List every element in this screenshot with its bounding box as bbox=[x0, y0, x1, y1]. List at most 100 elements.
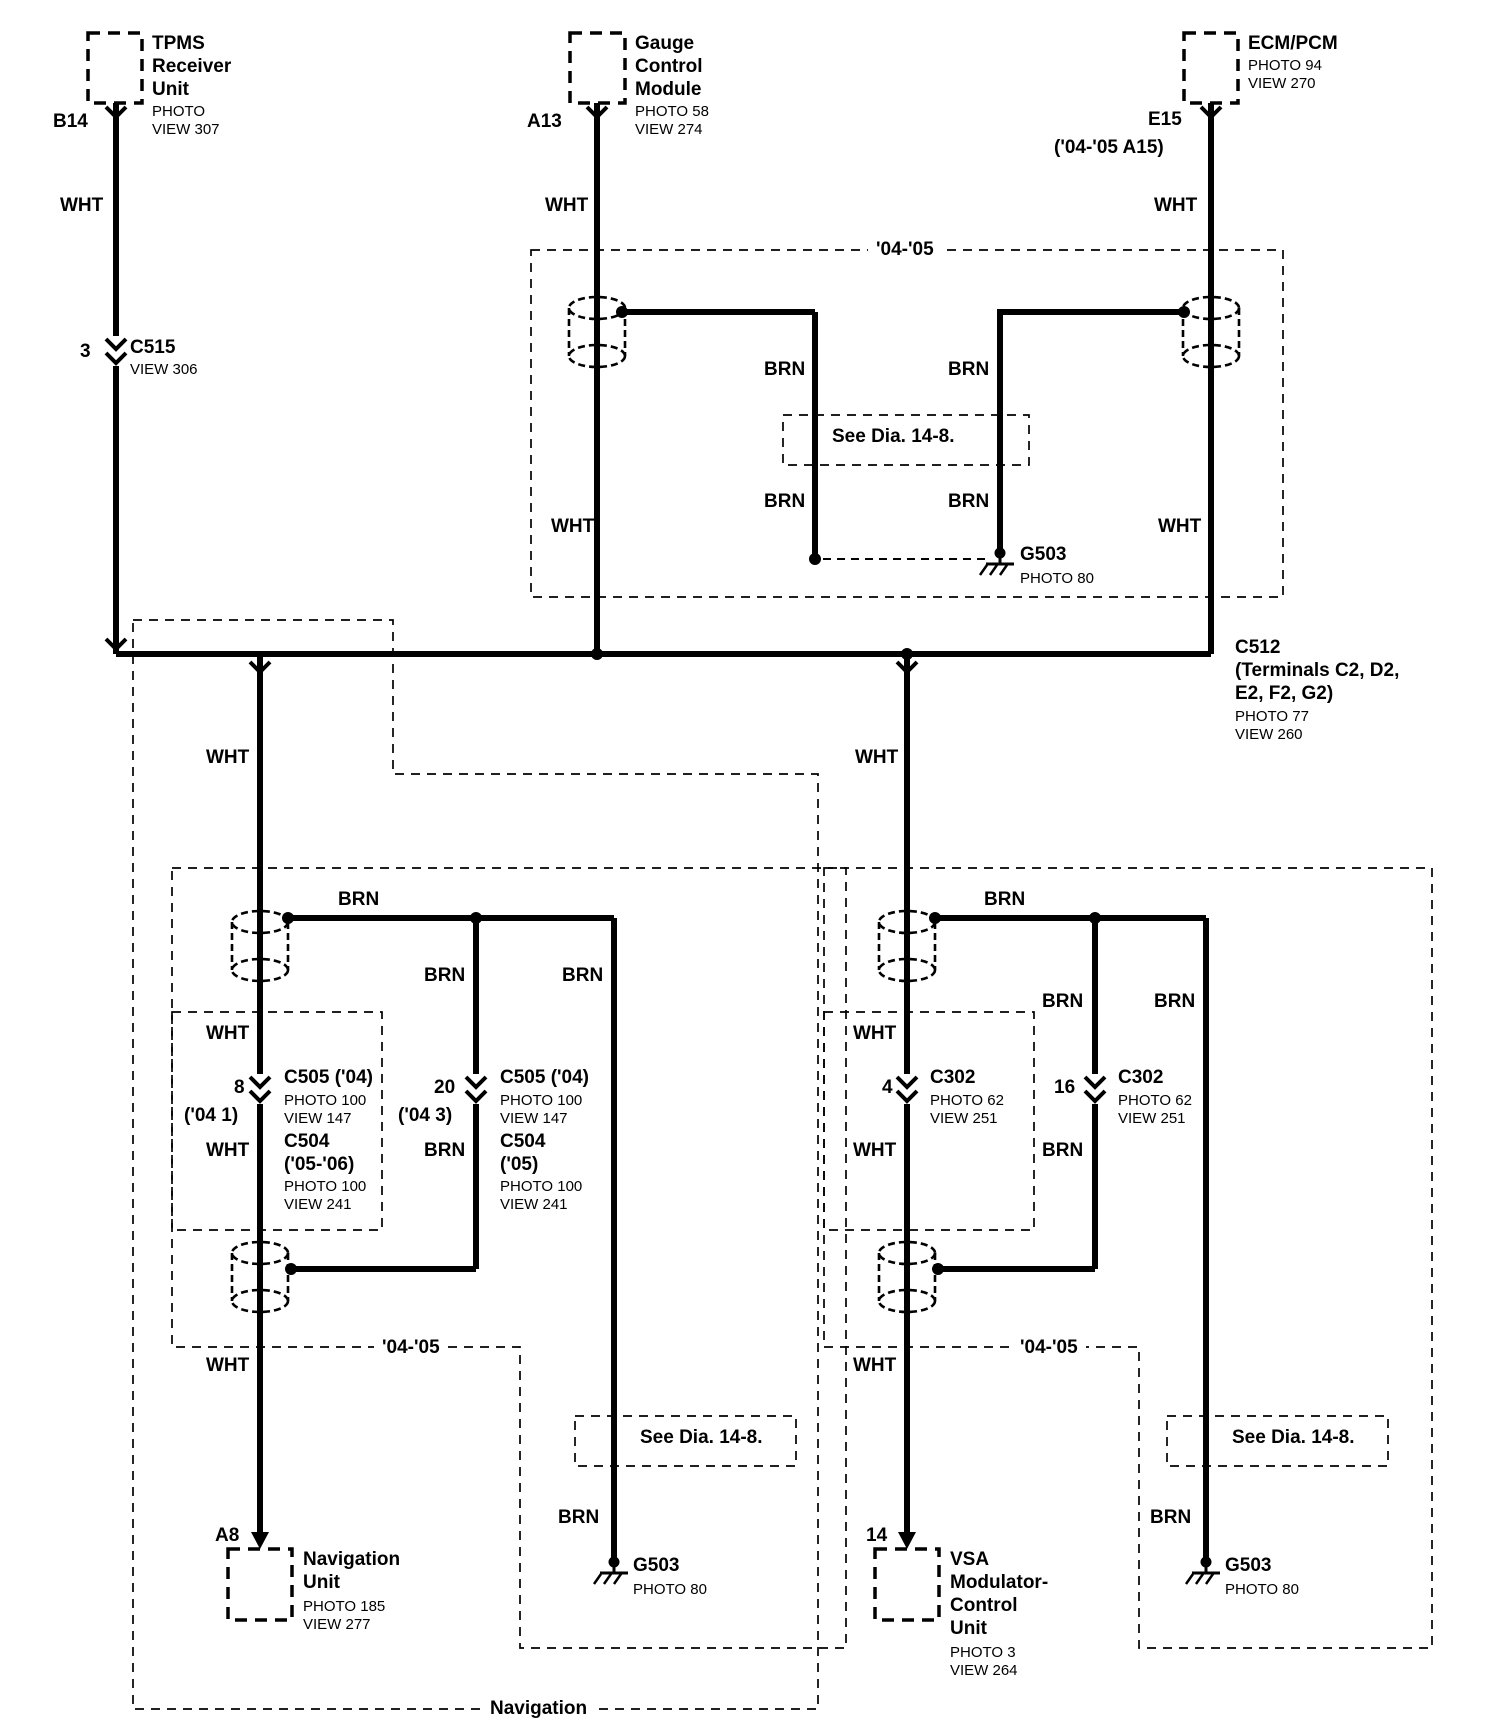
vsa-pin-label: 14 bbox=[866, 1525, 888, 1546]
c505-20-pin-label: 20 bbox=[434, 1077, 456, 1098]
c505-8-pin-note: ('04 1) bbox=[184, 1105, 239, 1126]
c505-20-pin-note: ('04 3) bbox=[398, 1105, 453, 1126]
junction-dots bbox=[282, 306, 1190, 1275]
wire-brn-tap-right bbox=[997, 309, 1188, 549]
vsa-meta-line: PHOTO 3 bbox=[950, 1644, 1016, 1661]
wire-color-label: WHT bbox=[206, 1355, 250, 1376]
wire-color-label: BRN bbox=[1154, 991, 1196, 1012]
ground-g503-top bbox=[978, 547, 1014, 576]
zone-04-05-left bbox=[171, 867, 847, 1649]
dashed-zones bbox=[132, 249, 1433, 1710]
gauge-meta-line: VIEW 274 bbox=[635, 121, 703, 138]
see-dia-label: See Dia. 14-8. bbox=[832, 426, 955, 447]
wire-color-label: WHT bbox=[206, 747, 250, 768]
gauge-pin-label: A13 bbox=[527, 111, 562, 132]
c515-meta-line: VIEW 306 bbox=[130, 361, 198, 378]
wire-color-label: BRN bbox=[558, 1507, 600, 1528]
zone-04-05-top bbox=[530, 249, 1284, 598]
c504-name: C504 bbox=[500, 1131, 546, 1152]
see-dia-box-right bbox=[1166, 1415, 1389, 1467]
ecm-meta-line: VIEW 270 bbox=[1248, 75, 1316, 92]
c512-name: C512 bbox=[1235, 637, 1281, 658]
wire-color-label: WHT bbox=[855, 747, 899, 768]
ecm-pin-note: ('04-'05 A15) bbox=[1054, 137, 1164, 158]
c504-meta-line: PHOTO 100 bbox=[500, 1178, 583, 1195]
wire-color-label: BRN bbox=[1042, 1140, 1084, 1161]
vsa-name-line: Control bbox=[950, 1595, 1018, 1616]
wire-color-label: WHT bbox=[853, 1355, 897, 1376]
c504-year-note: ('05) bbox=[500, 1154, 539, 1175]
c302-4-pin-label: 4 bbox=[882, 1077, 893, 1098]
zone-04-05-right bbox=[823, 867, 1433, 1649]
wire-color-label: BRN bbox=[424, 965, 466, 986]
gauge-name-line: Gauge bbox=[635, 33, 695, 54]
c505-8-meta-line: VIEW 147 bbox=[284, 1110, 352, 1127]
ground-meta: PHOTO 80 bbox=[1225, 1581, 1299, 1598]
wire-color-label: WHT bbox=[1158, 516, 1202, 537]
wire-color-label: BRN bbox=[1042, 991, 1084, 1012]
vsa-name-line: Modulator- bbox=[950, 1572, 1049, 1593]
c512-meta-line: PHOTO 77 bbox=[1235, 708, 1309, 725]
c505-8-meta-line: PHOTO 100 bbox=[284, 1092, 367, 1109]
year-range-label: '04-'05 bbox=[868, 240, 942, 259]
wire-branch-right bbox=[933, 915, 1209, 1560]
vsa-name-line: Unit bbox=[950, 1618, 987, 1639]
ecm-pin-label: E15 bbox=[1148, 109, 1182, 130]
ground-symbols bbox=[592, 547, 1220, 1585]
wire-color-label: BRN bbox=[948, 359, 990, 380]
vsa-box bbox=[873, 1547, 941, 1622]
c302-4-meta-line: PHOTO 62 bbox=[930, 1092, 1004, 1109]
c504-meta-line: PHOTO 100 bbox=[284, 1178, 367, 1195]
nav-meta-line: PHOTO 185 bbox=[303, 1598, 386, 1615]
zone-inner-left bbox=[171, 1011, 383, 1231]
wire-color-label: WHT bbox=[206, 1140, 250, 1161]
ground-name: G503 bbox=[1020, 544, 1067, 565]
c515-name: C515 bbox=[130, 337, 176, 358]
ecm-box bbox=[1182, 31, 1240, 105]
wire-color-label: WHT bbox=[206, 1023, 250, 1044]
c504-meta-line: VIEW 241 bbox=[500, 1196, 568, 1213]
nav-name-line: Unit bbox=[303, 1572, 340, 1593]
zone-inner-right bbox=[823, 1011, 1035, 1231]
wire-color-label: WHT bbox=[545, 195, 589, 216]
ground-name: G503 bbox=[1225, 1555, 1272, 1576]
ground-meta: PHOTO 80 bbox=[1020, 570, 1094, 587]
pin-chevron-a13 bbox=[585, 105, 609, 120]
c505-8-pin-label: 8 bbox=[234, 1077, 245, 1098]
wire-color-label: WHT bbox=[60, 195, 104, 216]
gauge-name-line: Module bbox=[635, 79, 702, 100]
c505-20-meta-line: PHOTO 100 bbox=[500, 1092, 583, 1109]
ground-name: G503 bbox=[633, 1555, 680, 1576]
c504-year-note: ('05-'06) bbox=[284, 1154, 355, 1175]
nav-meta-line: VIEW 277 bbox=[303, 1616, 371, 1633]
c515-pin-label: 3 bbox=[80, 341, 91, 362]
ecm-name-line: ECM/PCM bbox=[1248, 33, 1338, 54]
ground-meta: PHOTO 80 bbox=[633, 1581, 707, 1598]
tpms-meta-line: VIEW 307 bbox=[152, 121, 220, 138]
c302-16-connector-symbol bbox=[1083, 1074, 1107, 1104]
wire-color-label: BRN bbox=[764, 359, 806, 380]
tpms-pin-label: B14 bbox=[53, 111, 88, 132]
gauge-meta-line: PHOTO 58 bbox=[635, 103, 709, 120]
wire-branch-left bbox=[286, 915, 617, 1560]
c505-20-meta-line: VIEW 147 bbox=[500, 1110, 568, 1127]
nav-unit-box bbox=[226, 1547, 294, 1622]
c515-connector-symbol bbox=[104, 336, 128, 366]
cylinder-ecm bbox=[1181, 295, 1241, 369]
c302-16-meta-line: VIEW 251 bbox=[1118, 1110, 1186, 1127]
c504-meta-line: VIEW 241 bbox=[284, 1196, 352, 1213]
gauge-name-line: Control bbox=[635, 56, 703, 77]
c505-8-name: C505 ('04) bbox=[284, 1067, 374, 1088]
wire-color-label: BRN bbox=[1150, 1507, 1192, 1528]
tpms-meta-line: PHOTO bbox=[152, 103, 206, 120]
c512-chevron-nav bbox=[248, 660, 272, 675]
c302-16-name: C302 bbox=[1118, 1067, 1164, 1088]
cylinder-left-lower bbox=[230, 1240, 290, 1314]
wire-color-label: WHT bbox=[853, 1140, 897, 1161]
ground-g503-right bbox=[1184, 1556, 1220, 1585]
tpms-name-line: TPMS bbox=[152, 33, 205, 54]
c302-4-meta-line: VIEW 251 bbox=[930, 1110, 998, 1127]
wire-color-label: WHT bbox=[1154, 195, 1198, 216]
connector-cylinders bbox=[230, 295, 1241, 1314]
